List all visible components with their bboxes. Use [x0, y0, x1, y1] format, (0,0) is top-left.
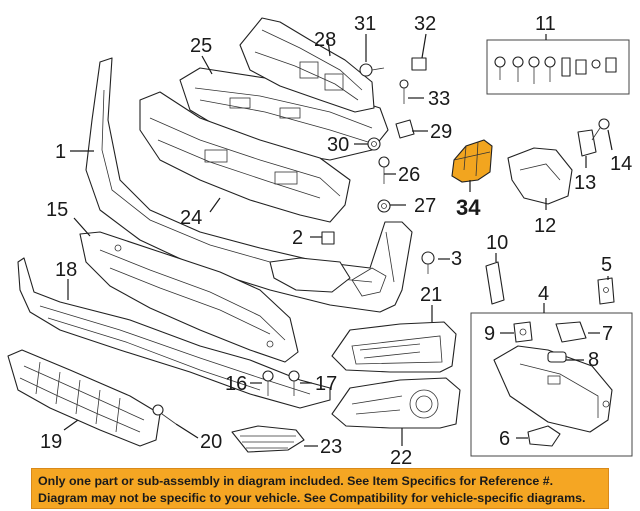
- callout-19: 19: [40, 431, 62, 453]
- part-4-fender-bracket: [493, 345, 613, 433]
- callout-20: 20: [200, 431, 222, 453]
- callout-21: 21: [420, 284, 442, 306]
- callout-28: 28: [314, 29, 336, 51]
- part-6-clip: [527, 425, 561, 447]
- callout-4: 4: [538, 283, 549, 305]
- callout-9: 9: [484, 323, 495, 345]
- part-32-clip: [411, 57, 427, 71]
- callout-30: 30: [327, 134, 349, 156]
- callout-13: 13: [574, 172, 596, 194]
- exploded-parts-diagram: 1 2 3 4 5 6 7 8 9 10 11 12 13 14 15 16 1…: [7, 13, 633, 466]
- part-1-bumper-cover: [85, 57, 413, 313]
- part-28-air-guide: [239, 17, 375, 113]
- part-21-upper-lamp: [331, 321, 457, 373]
- callout-16: 16: [225, 373, 247, 395]
- callout-31: 31: [354, 13, 376, 35]
- callout-15: 15: [46, 199, 68, 221]
- part-20-screw: [152, 404, 177, 425]
- callout-3: 3: [451, 248, 462, 270]
- callout-12: 12: [534, 215, 556, 237]
- callout-10: 10: [486, 232, 508, 254]
- part-27-nut: [377, 199, 391, 213]
- part-34-bracket-highlighted: [451, 139, 493, 183]
- callout-23: 23: [320, 436, 342, 458]
- part-3-pin: [421, 251, 435, 274]
- notice-line-1: Only one part or sub-assembly in diagram…: [38, 474, 554, 488]
- part-2-clip: [321, 231, 335, 245]
- callout-34: 34: [456, 195, 481, 220]
- callout-14: 14: [610, 153, 632, 175]
- part-17-bolt: [288, 370, 300, 396]
- part-7-bracket: [555, 321, 587, 343]
- part-16-bolt: [262, 370, 274, 396]
- callout-24: 24: [180, 207, 202, 229]
- part-9-clip: [513, 321, 533, 343]
- part-8-retainer: [547, 351, 567, 363]
- part-26-bolt: [378, 156, 390, 184]
- part-29-clip: [395, 119, 415, 139]
- compatibility-notice: Only one part or sub-assembly in diagram…: [31, 468, 609, 509]
- part-10-bracket: [485, 261, 505, 305]
- part-33-stud: [399, 79, 409, 104]
- callout-18: 18: [55, 259, 77, 281]
- callout-32: 32: [414, 13, 436, 35]
- callout-27: 27: [414, 195, 436, 217]
- part-14-screw: [591, 118, 610, 141]
- part-24-absorber: [139, 91, 351, 223]
- part-11-hardware: [494, 56, 617, 84]
- part-15-lower-bracket: [79, 231, 299, 363]
- callout-1: 1: [55, 141, 66, 163]
- callout-7: 7: [602, 323, 613, 345]
- callout-22: 22: [390, 447, 412, 466]
- callout-2: 2: [292, 227, 303, 249]
- callout-labels: 1 2 3 4 5 6 7 8 9 10 11 12 13 14 15 16 1…: [40, 13, 632, 466]
- part-30-nut: [367, 137, 381, 151]
- part-23-grille-insert: [231, 425, 305, 453]
- part-22-lower-lamp: [331, 377, 461, 429]
- callout-26: 26: [398, 164, 420, 186]
- callout-17: 17: [315, 373, 337, 395]
- part-4-group-box: [470, 312, 633, 457]
- part-5-bracket: [597, 277, 615, 305]
- callout-25: 25: [190, 35, 212, 57]
- notice-line-2: Diagram may not be specific to your vehi…: [38, 491, 586, 505]
- part-31-screw: [359, 63, 385, 77]
- part-11-hardware-box: [486, 39, 630, 95]
- callout-33: 33: [428, 88, 450, 110]
- part-13-clip: [577, 129, 597, 157]
- callout-11: 11: [535, 13, 556, 35]
- part-12-side-bracket: [507, 147, 573, 205]
- leader-lines: [63, 33, 613, 447]
- callout-6: 6: [499, 428, 510, 450]
- callout-8: 8: [588, 349, 599, 371]
- callout-5: 5: [601, 254, 612, 276]
- callout-29: 29: [430, 121, 452, 143]
- part-18-lower-valance: [17, 257, 331, 409]
- part-19-lower-grille: [7, 349, 161, 447]
